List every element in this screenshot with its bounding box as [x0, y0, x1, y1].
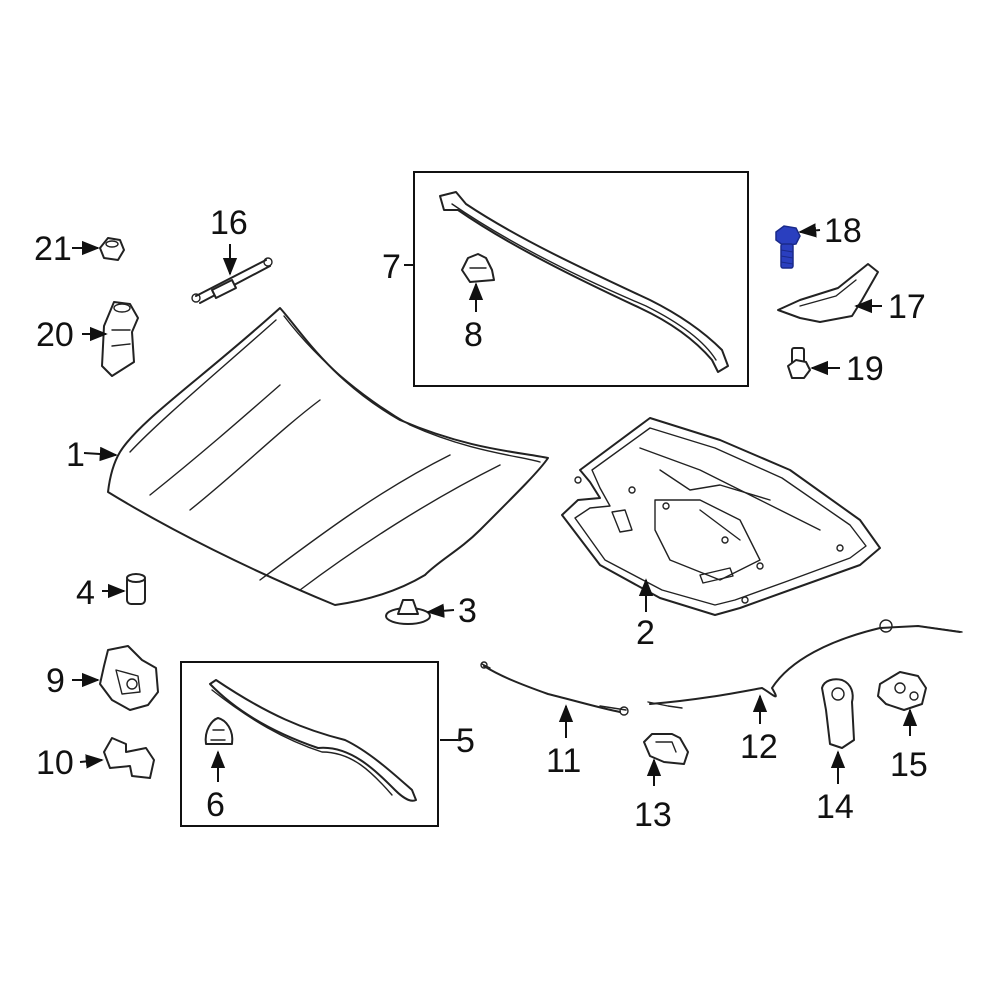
callout-14[interactable]: 14: [816, 788, 854, 826]
part-6-clip[interactable]: [204, 717, 234, 745]
callout-20[interactable]: 20: [36, 316, 74, 354]
part-10-bracket[interactable]: [103, 737, 155, 779]
callout-6[interactable]: 6: [206, 786, 225, 824]
part-19-bolt[interactable]: [787, 347, 811, 379]
callout-7[interactable]: 7: [382, 248, 401, 286]
callout-18[interactable]: 18: [824, 212, 862, 250]
group-box-5: [180, 661, 439, 827]
part-9-latch[interactable]: [99, 645, 159, 711]
part-21-nut[interactable]: [99, 237, 125, 261]
callout-2[interactable]: 2: [636, 614, 655, 652]
part-17-bracket[interactable]: [777, 263, 879, 323]
part-11-cable[interactable]: [480, 661, 629, 716]
part-1-hood[interactable]: [107, 307, 549, 606]
part-13-clip[interactable]: [643, 733, 689, 765]
part-14-handle[interactable]: [821, 678, 855, 749]
part-18-bolt[interactable]: [775, 225, 801, 269]
callout-15[interactable]: 15: [890, 746, 928, 784]
callout-16[interactable]: 16: [210, 204, 248, 242]
part-8-retainer[interactable]: [461, 253, 495, 283]
callout-5[interactable]: 5: [456, 722, 475, 760]
part-20-hinge[interactable]: [101, 301, 139, 377]
part-4-bumper[interactable]: [126, 573, 146, 605]
callout-1[interactable]: 1: [66, 436, 85, 474]
part-16-strut[interactable]: [191, 257, 273, 304]
callout-8[interactable]: 8: [464, 316, 483, 354]
callout-10[interactable]: 10: [36, 744, 74, 782]
callout-19[interactable]: 19: [846, 350, 884, 388]
leader-lines: [72, 223, 918, 786]
callout-4[interactable]: 4: [76, 574, 95, 612]
callout-labels: 1 2 3 4 5 6 7 8 9 10 11 12 13 14 15 16 1…: [34, 204, 928, 834]
part-3-clip[interactable]: [385, 599, 431, 625]
callout-13[interactable]: 13: [634, 796, 672, 834]
callout-12[interactable]: 12: [740, 728, 778, 766]
part-12-cable[interactable]: [647, 619, 963, 709]
callout-11[interactable]: 11: [546, 742, 581, 780]
callout-3[interactable]: 3: [458, 592, 477, 630]
callout-21[interactable]: 21: [34, 230, 72, 268]
callout-9[interactable]: 9: [46, 662, 65, 700]
part-15-switch[interactable]: [877, 671, 927, 711]
callout-17[interactable]: 17: [888, 288, 926, 326]
part-2-insulator[interactable]: [561, 417, 881, 616]
part-5-seal[interactable]: [209, 679, 417, 802]
group-box-7: [413, 171, 749, 387]
part-7-seal[interactable]: [439, 191, 729, 373]
